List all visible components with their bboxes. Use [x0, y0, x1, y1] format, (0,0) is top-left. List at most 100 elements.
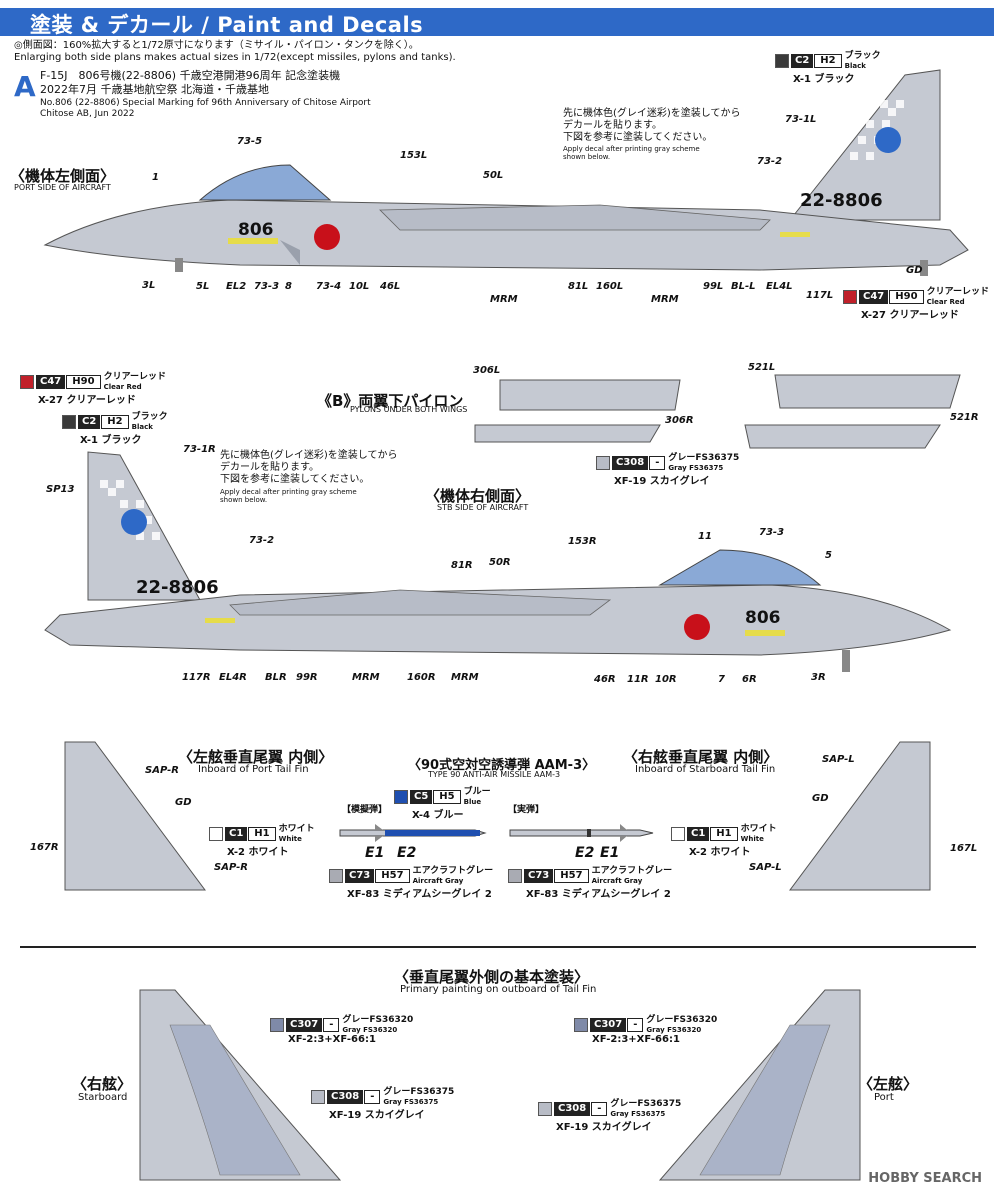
stb-fin-dark-panel [169, 1024, 301, 1176]
callout-167R: 167R [30, 842, 59, 853]
scale-note-jp: ◎側面図：160%拡大すると1/72原寸になります（ミサイル・パイロン・タンクを… [14, 40, 419, 51]
callout-3R: 3R [811, 672, 826, 683]
color-code: C47 [36, 375, 66, 389]
color-code: C2 [791, 54, 814, 68]
callout-73-3: 73-3 [254, 281, 280, 292]
callout-73-3-stb: 73-3 [759, 527, 785, 538]
callout-8: 8 [285, 281, 292, 292]
callout-BLR: BLR [265, 672, 287, 683]
h-code: H57 [375, 869, 410, 883]
swatch [508, 869, 522, 883]
color-name-jp: クリアーレッド [103, 372, 167, 382]
color-name-jp: エアクラフトグレー [412, 866, 494, 876]
variant-line2: 2022年7月 千歳基地航空祭 北海道・千歳基地 [40, 83, 269, 96]
pylons-sub: PYLONS UNDER BOTH WINGS [350, 405, 468, 414]
color-name-jp: グレーFS36320 [342, 1015, 414, 1025]
swatch [311, 1090, 325, 1104]
right-fin-sub: Inboard of Starboard Tail Fin [635, 764, 776, 775]
color-name-en: Aircraft Gray [412, 877, 464, 885]
color-name-jp: ブラック [844, 51, 881, 61]
color-name-en: Gray FS36375 [610, 1110, 666, 1118]
callout-BL-L: BL-L [731, 281, 756, 292]
callout-EL4L: EL4L [766, 281, 793, 292]
primary-sub: Primary painting on outboard of Tail Fin [400, 984, 597, 995]
pylon-521L [774, 374, 961, 409]
callout-gd-left: GD [175, 797, 192, 808]
x-code: X-1 ブラック [80, 435, 142, 446]
callout-521R: 521R [950, 412, 979, 423]
color-code: C308 [612, 456, 649, 470]
callout-11R: 11R [627, 674, 649, 685]
header-bar [0, 8, 994, 36]
swatch [596, 456, 610, 470]
color-code: C307 [286, 1018, 323, 1032]
stb-fin-label-en: Starboard [78, 1092, 128, 1103]
callout-EL2: EL2 [226, 281, 247, 292]
callout-50L: 50L [483, 170, 504, 181]
color-name-jp: ホワイト [278, 824, 315, 834]
color-code: C1 [225, 827, 248, 841]
port-canopy [198, 164, 332, 201]
stb-instr3: 下図を参考に塗装してください。 [220, 474, 370, 485]
x-code: XF-83 ミディアムシーグレイ 2 [347, 889, 492, 900]
callout-73-1R: 73-1R [183, 444, 216, 455]
callout-46L: 46L [380, 281, 401, 292]
port-side-drawing: 806 22-8806 [43, 69, 969, 276]
callout-sap-r: SAP-R [145, 765, 179, 776]
color-name-jp: グレーFS36375 [610, 1099, 682, 1109]
stb-fin-label-jp: 〈右舷〉 [72, 1075, 133, 1093]
swatch [209, 827, 223, 841]
callout-10L: 10L [349, 281, 370, 292]
stb-canopy [658, 549, 822, 586]
h-code: H57 [554, 869, 589, 883]
swatch [270, 1018, 284, 1032]
color-name-en: Blue [463, 798, 482, 806]
callout-46R: 46R [594, 674, 616, 685]
callout-73-1L: 73-1L [785, 114, 817, 125]
h-code: H90 [889, 290, 924, 304]
callout-73-5: 73-5 [237, 136, 263, 147]
h-code: - [323, 1018, 340, 1032]
h-code: - [627, 1018, 644, 1032]
callout-81L: 81L [568, 281, 589, 292]
port-instr-en1: Apply decal after printing gray scheme [563, 145, 700, 153]
callout-117L: 117L [806, 290, 834, 301]
pylon-306R [474, 424, 661, 443]
page-title: 塗装 & デカール / Paint and Decals [30, 13, 424, 37]
callout-mrm-stb-2: MRM [451, 672, 479, 683]
variant-letter: A [14, 70, 36, 103]
callout-EL4R: EL4R [219, 672, 247, 683]
primary-title: 〈垂直尾翼外側の基本塗装〉 [394, 968, 590, 986]
color-name-en: Black [844, 62, 866, 70]
variant-line1: F-15J 806号機(22-8806) 千歳空港開港96周年 記念塗装機 [40, 69, 341, 82]
left-fin-drawing [64, 741, 206, 891]
x-code: XF-19 スカイグレイ [556, 1122, 652, 1133]
port-fin-dark-panel [699, 1024, 831, 1176]
color-code: C307 [590, 1018, 627, 1032]
right-fin-drawing [789, 741, 931, 891]
callout-SP13: SP13 [46, 484, 75, 495]
stb-instr-en2: shown below. [220, 496, 268, 504]
swatch [329, 869, 343, 883]
color-code: C308 [327, 1090, 364, 1104]
h-code: H1 [248, 827, 276, 841]
color-name-jp: グレーFS36375 [668, 453, 740, 463]
callout-mrm-stb: MRM [352, 672, 380, 683]
x-code: XF-2:3+XF-66:1 [288, 1034, 376, 1045]
x-code: X-27 クリアーレッド [38, 395, 136, 406]
callout-3L: 3L [142, 280, 156, 291]
stb-fin-outboard-drawing [139, 989, 342, 1181]
port-instr1: 先に機体色(グレイ迷彩)を塗装してから [563, 108, 741, 119]
section-divider [20, 946, 976, 948]
stb-tail-emblem [121, 509, 147, 535]
port-title: 〈機体左側面〉 [10, 167, 116, 185]
callout-7: 7 [718, 674, 725, 685]
port-hinomaru [314, 224, 340, 250]
color-name-en: Gray FS36375 [383, 1098, 439, 1106]
